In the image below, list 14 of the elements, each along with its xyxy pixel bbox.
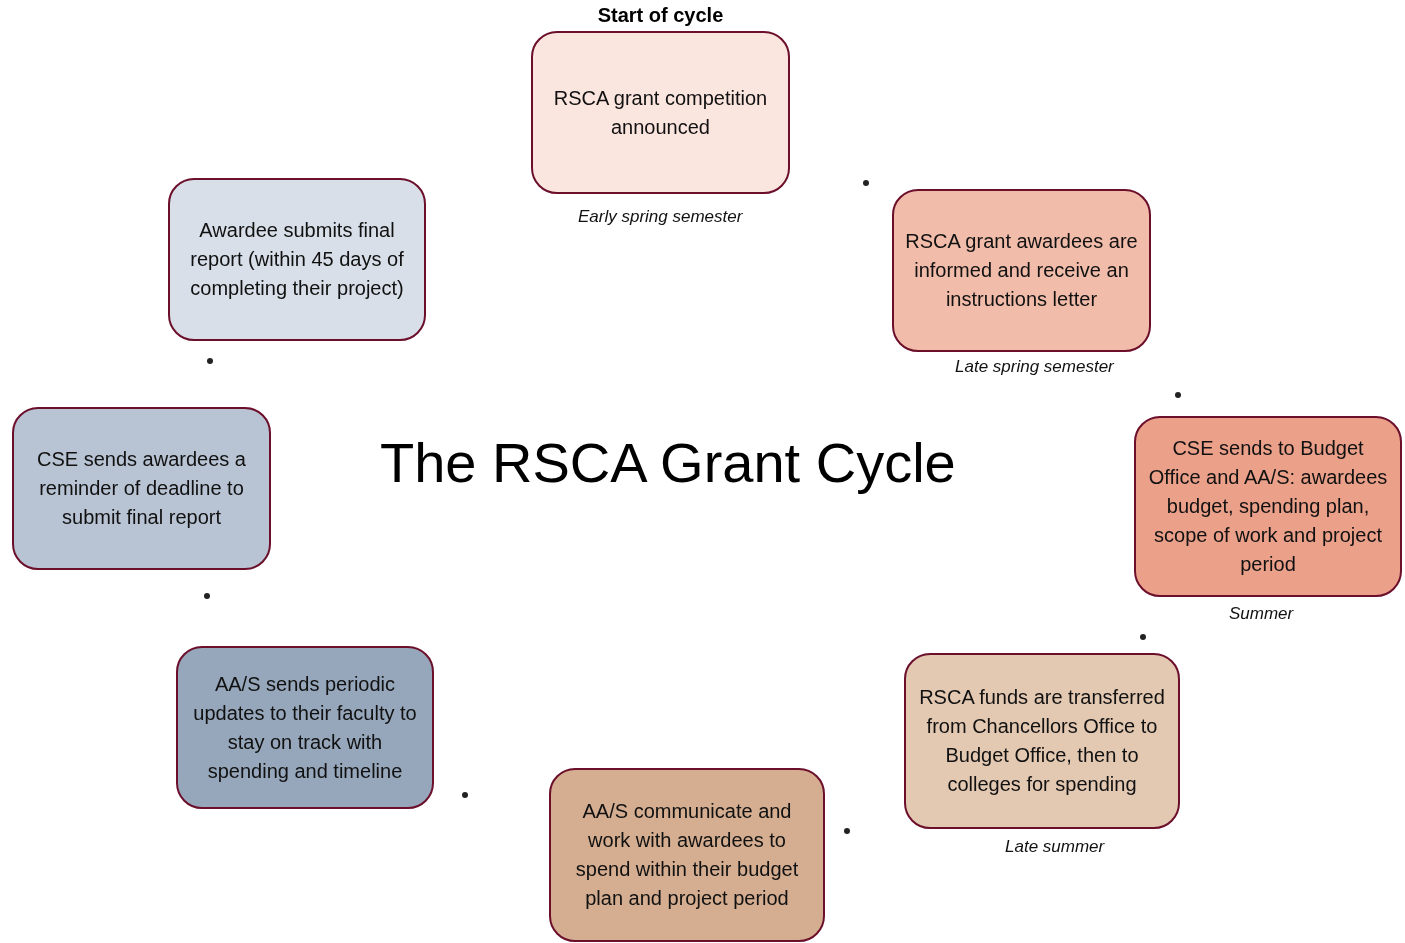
step-text: CSE sends to Budget Office and AA/S: awardees budget, spending plan, scope of work and project period [1147,436,1389,577]
timing-label: Summer [1229,604,1294,624]
timing-label: Early spring semester [578,207,743,227]
timing-label: Late spring semester [955,357,1114,377]
heading-label: Start of cycle [597,4,724,26]
diagram-title: The RSCA Grant Cycle [380,430,956,495]
timing-label: Late summer [1005,837,1105,857]
step-text: Awardee submits final report (within 45 days of completing their project) [189,218,405,301]
step-text: AA/S sends periodic updates to their faculty to stay on track with spending and timeline [192,671,418,784]
step-text: RSCA grant awardees are informed and receive an instructions letter [904,229,1139,312]
step-text: RSCA funds are transferred from Chancellors Office to Budget Office, then to colleges for spending [918,685,1166,797]
step-text: CSE sends awardees a reminder of deadline to submit final report [36,447,247,530]
step-text: AA/S communicate and work with awardees to spend within their budget plan and project period [574,799,800,911]
step-text: RSCA grant competition announced [552,85,769,140]
